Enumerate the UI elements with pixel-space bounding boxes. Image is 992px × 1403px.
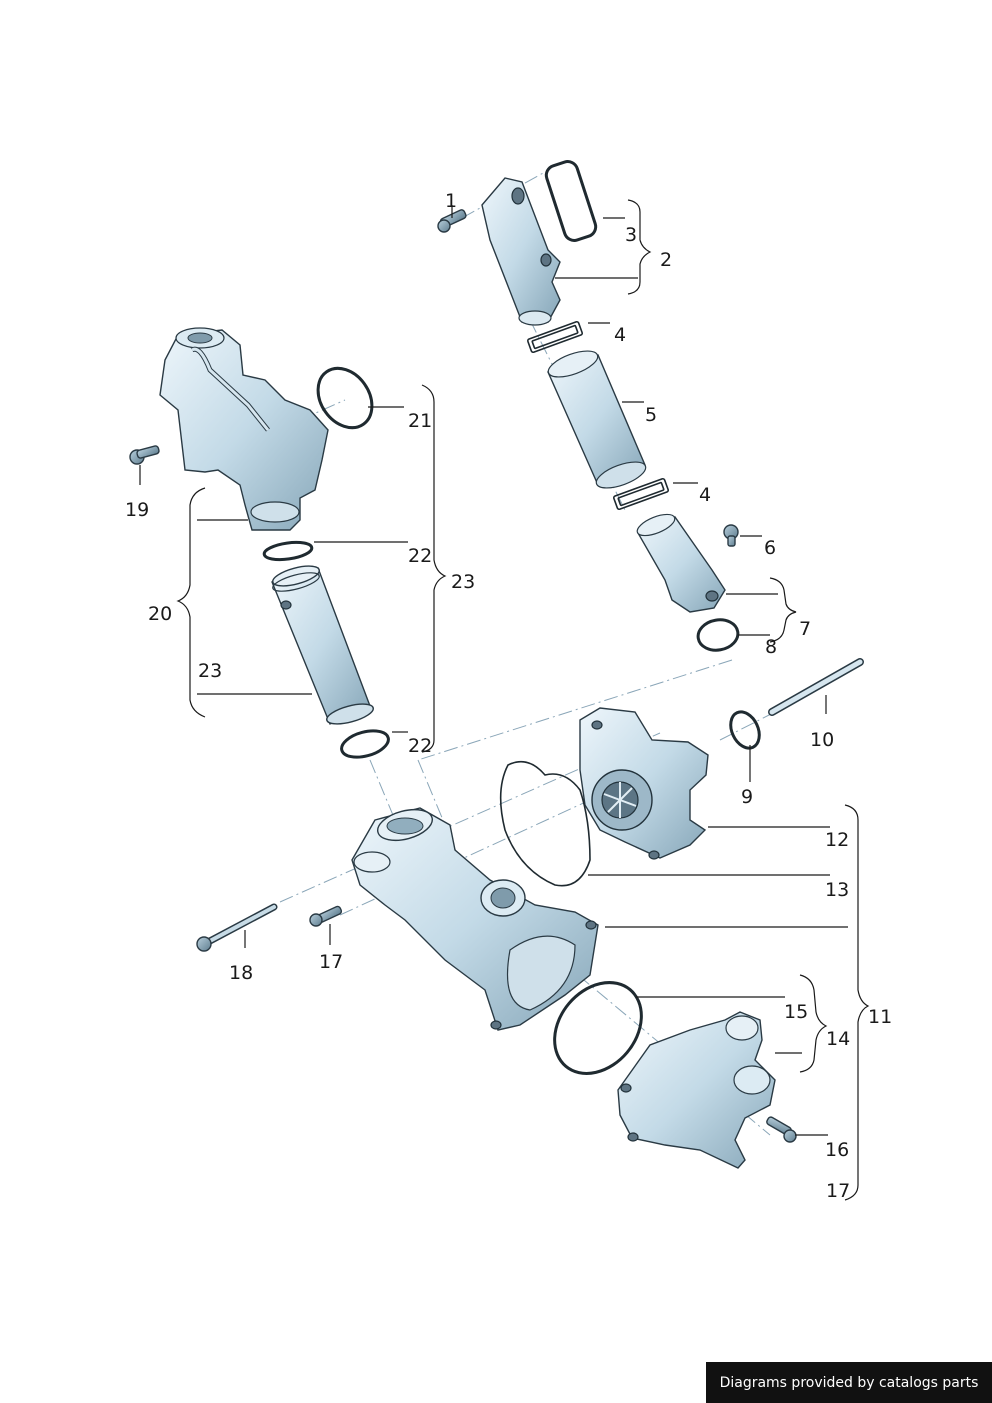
o-ring-21 <box>316 366 374 430</box>
callout-12: 12 <box>825 829 849 851</box>
callout-3: 3 <box>625 224 637 246</box>
bolt-18 <box>196 903 278 952</box>
callout-21: 21 <box>408 410 432 432</box>
credit-badge: Diagrams provided by catalogs parts <box>706 1362 992 1403</box>
bolt-1 <box>437 209 467 233</box>
callout-17-right: 17 <box>826 1180 850 1202</box>
callout-19: 19 <box>125 499 149 521</box>
callout-1: 1 <box>445 190 457 212</box>
callout-5: 5 <box>645 404 657 426</box>
o-ring-22-upper <box>262 540 314 562</box>
credit-text: Diagrams provided by catalogs parts <box>719 1374 979 1391</box>
callout-7: 7 <box>799 618 811 640</box>
callout-22-upper: 22 <box>408 545 432 567</box>
connecting-pipe-7 <box>636 513 726 613</box>
callout-16: 16 <box>825 1139 849 1161</box>
callout-14: 14 <box>826 1028 850 1050</box>
coolant-flange-pipe-2 <box>481 177 561 326</box>
callout-11: 11 <box>868 1006 892 1028</box>
callout-4-lower: 4 <box>699 484 711 506</box>
seal-ring-4-upper <box>526 320 584 354</box>
callout-10: 10 <box>810 729 834 751</box>
callout-22-lower: 22 <box>408 735 432 757</box>
bolt-17 <box>309 905 343 927</box>
water-pump-12 <box>579 707 709 860</box>
callout-labels: 1 3 2 4 5 4 6 7 8 10 9 12 13 11 15 14 16… <box>125 190 892 1202</box>
bolt-19 <box>129 445 160 465</box>
o-ring-15 <box>553 981 643 1075</box>
callout-6: 6 <box>764 537 776 559</box>
gasket-3 <box>544 160 598 242</box>
callout-20: 20 <box>148 603 172 625</box>
leader-lines <box>139 199 870 1201</box>
thermostat-housing-14 <box>617 1011 776 1169</box>
seal-ring-4-lower <box>612 477 670 511</box>
callout-13: 13 <box>825 879 849 901</box>
callout-9: 9 <box>741 786 753 808</box>
shaft-10 <box>768 658 864 716</box>
callout-2: 2 <box>660 249 672 271</box>
callout-17-left: 17 <box>319 951 343 973</box>
gasket-13 <box>499 760 591 887</box>
callout-15: 15 <box>784 1001 808 1023</box>
control-valve-20 <box>159 327 329 531</box>
coolant-pipe-23 <box>271 565 374 725</box>
o-ring-9 <box>729 710 761 750</box>
pipe-sleeve-5 <box>547 350 647 489</box>
callout-23-right: 23 <box>451 571 475 593</box>
callout-8: 8 <box>765 636 777 658</box>
callout-23-left: 23 <box>198 660 222 682</box>
o-ring-22-lower <box>340 729 390 759</box>
coolant-housing-11 <box>351 807 599 1031</box>
bolt-6 <box>723 524 739 547</box>
bolt-16 <box>766 1116 797 1143</box>
callout-4-upper: 4 <box>614 324 626 346</box>
o-ring-8 <box>696 618 740 652</box>
callout-18: 18 <box>229 962 253 984</box>
